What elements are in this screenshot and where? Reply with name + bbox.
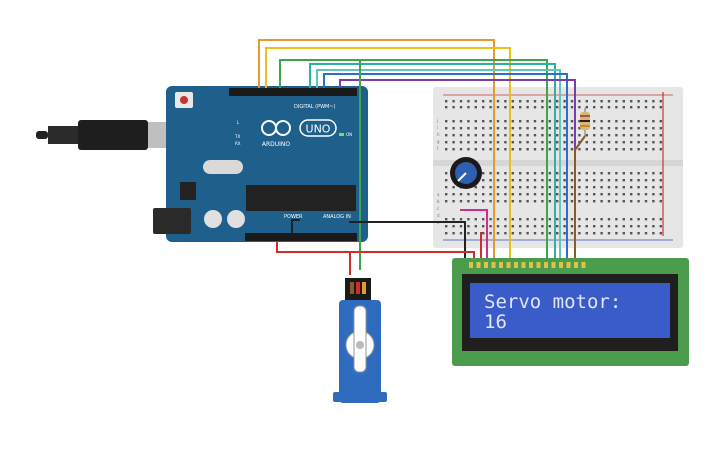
lcd-pin[interactable]: [484, 262, 488, 268]
lcd-pin[interactable]: [581, 262, 586, 268]
wire-teal: [309, 63, 556, 264]
lcd-pin[interactable]: [574, 262, 578, 268]
row-letter: j: [436, 118, 438, 123]
lcd-pin[interactable]: [469, 262, 473, 268]
wire-brown: [574, 135, 586, 264]
lcd-pin[interactable]: [491, 262, 496, 268]
lcd-pin[interactable]: [559, 262, 563, 268]
lcd-pin[interactable]: [536, 262, 541, 268]
lcd-pin[interactable]: [566, 262, 571, 268]
on-label: ON: [346, 132, 352, 137]
power-jack: [153, 208, 191, 234]
wire-blue: [323, 73, 568, 264]
brand-label: UNO: [306, 123, 331, 136]
crystal: [203, 160, 243, 174]
row-letter: b: [437, 199, 440, 204]
lcd-pin[interactable]: [529, 262, 533, 268]
lcd-line-1: Servo motor:: [484, 291, 621, 313]
lcd-pin[interactable]: [521, 262, 526, 268]
atmega-chip: [246, 185, 356, 211]
lcd-screen: [470, 283, 670, 338]
wire-yellow: [265, 47, 511, 264]
arduino-logo: UNO ARDUINO: [261, 119, 337, 148]
l-led-label: L: [237, 120, 240, 125]
lcd-pin-header[interactable]: [469, 262, 586, 268]
potentiometer[interactable]: [450, 157, 482, 189]
rx-led-label: RX: [235, 141, 241, 146]
row-letter: f: [437, 146, 439, 151]
wire-black-gnd-2: [291, 219, 300, 233]
usb-cable: [36, 120, 170, 150]
wire-orange: [258, 39, 495, 264]
lcd-pin[interactable]: [544, 262, 548, 268]
lcd-pin[interactable]: [506, 262, 511, 268]
row-letter: a: [437, 192, 440, 197]
lcd-pin[interactable]: [514, 262, 518, 268]
arduino-uno-board: UNO ARDUINO DIGITAL (PWM~) ON TX RX L PO…: [153, 86, 368, 242]
wire-black-gnd: [349, 221, 466, 264]
power-analog-header[interactable]: [245, 233, 357, 241]
row-letter: g: [437, 139, 440, 144]
lcd-line-2: 16: [484, 311, 507, 333]
row-letter: c: [437, 206, 439, 211]
wire-green: [279, 59, 548, 264]
lcd-pin[interactable]: [476, 262, 481, 268]
lcd-module: Servo motor: 16: [452, 258, 689, 366]
on-led: [339, 133, 344, 136]
wire-magenta: [460, 209, 488, 264]
row-letter: h: [437, 132, 440, 137]
wire-teal-2: [316, 69, 561, 264]
digital-label: DIGITAL (PWM~): [294, 104, 336, 110]
power-label: POWER: [284, 214, 303, 220]
capacitor: [204, 210, 222, 228]
digital-header[interactable]: [229, 88, 357, 96]
maker-label: ARDUINO: [262, 141, 291, 148]
tx-led-label: TX: [234, 134, 240, 139]
row-letter: d: [437, 213, 440, 218]
servo-motor[interactable]: [333, 278, 387, 403]
lcd-pin[interactable]: [499, 262, 503, 268]
wire-red-5v: [276, 241, 351, 275]
row-letter: i: [437, 125, 438, 130]
analog-label: ANALOG IN: [323, 214, 351, 220]
servo-horn: [353, 305, 367, 373]
resistor: [580, 108, 590, 136]
lcd-pin[interactable]: [551, 262, 556, 268]
capacitor: [227, 210, 245, 228]
